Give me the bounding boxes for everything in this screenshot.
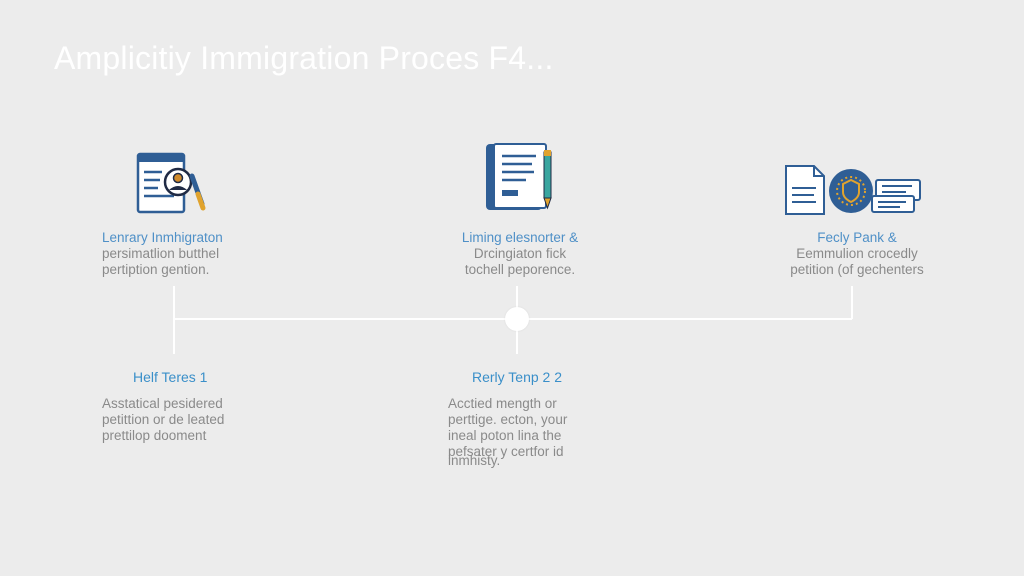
connector-1-vertical (173, 286, 175, 354)
step-1-heading: Lenrary Inmhigraton (102, 230, 223, 245)
step-3-line-1: Eemmulion crocedly (796, 246, 918, 261)
step-1-line-1: persimatlion butthel (102, 246, 220, 261)
document-person-icon (134, 150, 210, 216)
sub-step-1-line-1: Asstatical pesidered (102, 396, 223, 411)
step-3-line-2: petition (of gechenters (790, 262, 924, 277)
sub-step-2-line-5: inmhisty. (448, 453, 501, 468)
step-3-heading: Fecly Pank & (817, 230, 897, 245)
sub-step-2-line-3: ineal poton lina the (448, 428, 562, 443)
notebook-pen-icon (482, 140, 558, 214)
step-3-description: Eemmulion crocedly petition (of gechente… (790, 246, 924, 278)
step-1-line-2: pertiption gention. (102, 262, 210, 277)
sub-step-1-heading: Helf Teres 1 (133, 369, 208, 385)
sub-step-2-line-2: perttige. ecton, your (448, 412, 568, 427)
step-2-line-2: tochell peporence. (464, 262, 576, 277)
timeline-node (505, 307, 529, 331)
step-2-heading: Liming elesnorter & (461, 230, 579, 245)
step-1-description: persimatlion butthel pertiption gention. (102, 246, 219, 278)
sub-step-2-line-1: Acctied mength or (448, 396, 557, 411)
sub-step-2-description: Acctied mength or perttige. ecton, your … (448, 396, 567, 469)
sub-step-1-line-2: petittion or de leated (102, 412, 225, 427)
documents-emblem-icon (782, 164, 924, 218)
connector-3-vertical (851, 286, 853, 319)
step-2-description: Drcingiaton fick tochell peporence. (465, 246, 575, 278)
sub-step-1-description: Asstatical pesidered petittion or de lea… (102, 396, 224, 444)
sub-step-1-line-3: prettilop dooment (102, 428, 207, 443)
step-2-line-1: Drcingiaton fick (473, 246, 567, 261)
sub-step-2-heading: Rerly Tenp 2 2 (472, 369, 563, 385)
sub-step-2-line-4: pefsater y certfor id (448, 444, 564, 459)
page-title: Amplicitiy Immigration Proces F4... (54, 40, 554, 76)
